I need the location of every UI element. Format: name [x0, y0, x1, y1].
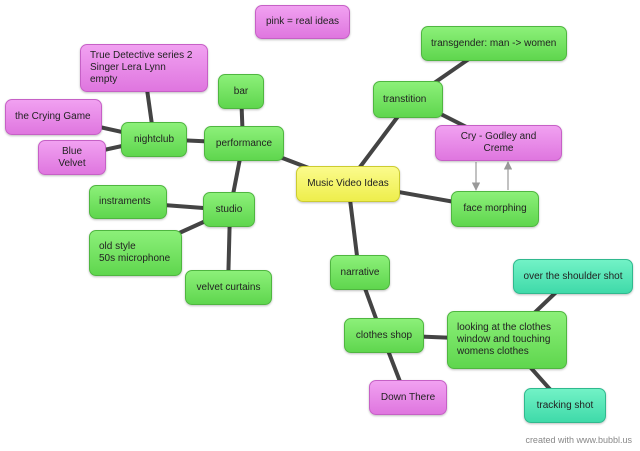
node-performance[interactable]: performance — [204, 126, 284, 161]
node-old-style[interactable]: old style 50s microphone — [89, 230, 182, 276]
node-blue-velvet[interactable]: Blue Velvet — [38, 140, 106, 175]
node-cry-godley-creme[interactable]: Cry - Godley and Creme — [435, 125, 562, 161]
node-true-detective[interactable]: True Detective series 2 Singer Lera Lynn… — [80, 44, 208, 92]
node-crying-game[interactable]: the Crying Game — [5, 99, 102, 135]
node-down-there[interactable]: Down There — [369, 380, 447, 415]
node-clothes-shop[interactable]: clothes shop — [344, 318, 424, 353]
node-transition[interactable]: transtition — [373, 81, 443, 118]
node-bar[interactable]: bar — [218, 74, 264, 109]
node-nightclub[interactable]: nightclub — [121, 122, 187, 157]
node-studio[interactable]: studio — [203, 192, 255, 227]
footer-credit: created with www.bubbl.us — [525, 435, 632, 445]
node-pink-real-ideas[interactable]: pink = real ideas — [255, 5, 350, 39]
node-over-shoulder[interactable]: over the shoulder shot — [513, 259, 633, 294]
node-narrative[interactable]: narrative — [330, 255, 390, 290]
node-face-morphing[interactable]: face morphing — [451, 191, 539, 227]
node-music-video-ideas[interactable]: Music Video Ideas — [296, 166, 400, 202]
node-tracking-shot[interactable]: tracking shot — [524, 388, 606, 423]
node-instraments[interactable]: instraments — [89, 185, 167, 219]
node-looking-window[interactable]: looking at the clothes window and touchi… — [447, 311, 567, 369]
node-transgender[interactable]: transgender: man -> women — [421, 26, 567, 61]
node-velvet-curtains[interactable]: velvet curtains — [185, 270, 272, 305]
